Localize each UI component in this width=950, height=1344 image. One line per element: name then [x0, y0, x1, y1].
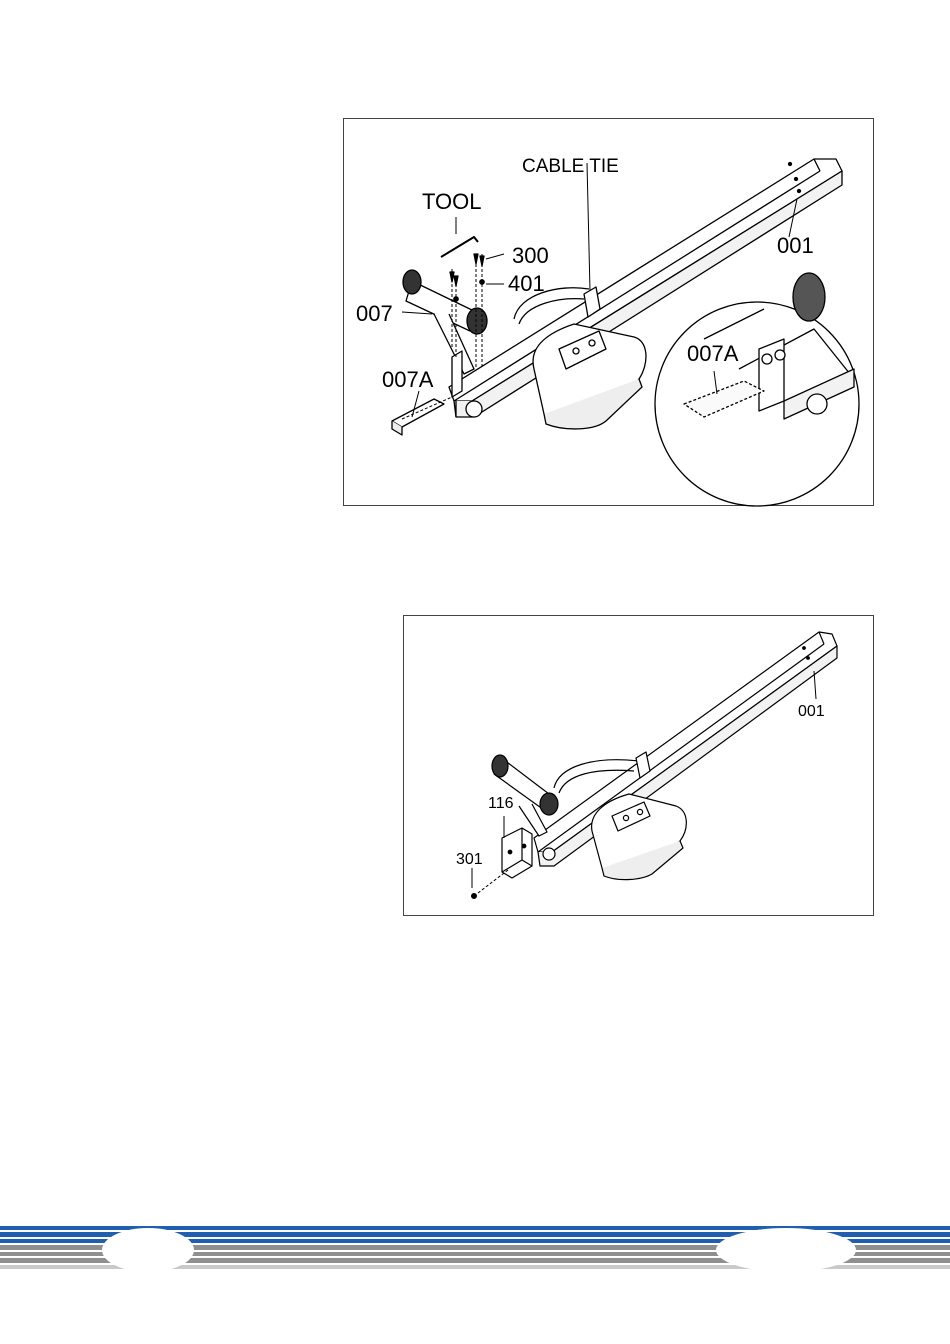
- callout-part-401: 401: [508, 273, 545, 295]
- plate-007a: [392, 399, 444, 427]
- callout-part-007a: 007A: [382, 369, 433, 391]
- roller-007: [403, 270, 487, 374]
- callout-part-001: 001: [798, 704, 825, 720]
- footer-oval-left: [102, 1228, 194, 1272]
- callout-part-301: 301: [456, 852, 483, 868]
- callout-tool: TOOL: [422, 191, 482, 213]
- footer-stripe-band: [0, 1222, 950, 1274]
- footer-oval-right: [716, 1228, 856, 1272]
- bracket-116: [502, 828, 532, 878]
- callout-part-116: 116: [488, 796, 514, 812]
- figure-2-drawing: [404, 616, 875, 917]
- callout-cable-tie: CABLE TIE: [522, 157, 619, 176]
- detail-callout-007a: 007A: [687, 343, 738, 365]
- callout-part-300: 300: [512, 245, 549, 267]
- callout-part-001: 001: [777, 235, 814, 257]
- tool-allen-key: [441, 237, 478, 257]
- assembly-figure-2: 001 116 301: [403, 615, 874, 916]
- figure-1-drawing: [344, 119, 875, 507]
- callout-part-007: 007: [356, 303, 393, 325]
- assembly-figure-1: CABLE TIE TOOL 300 401 001 007 007A 007A: [343, 118, 874, 506]
